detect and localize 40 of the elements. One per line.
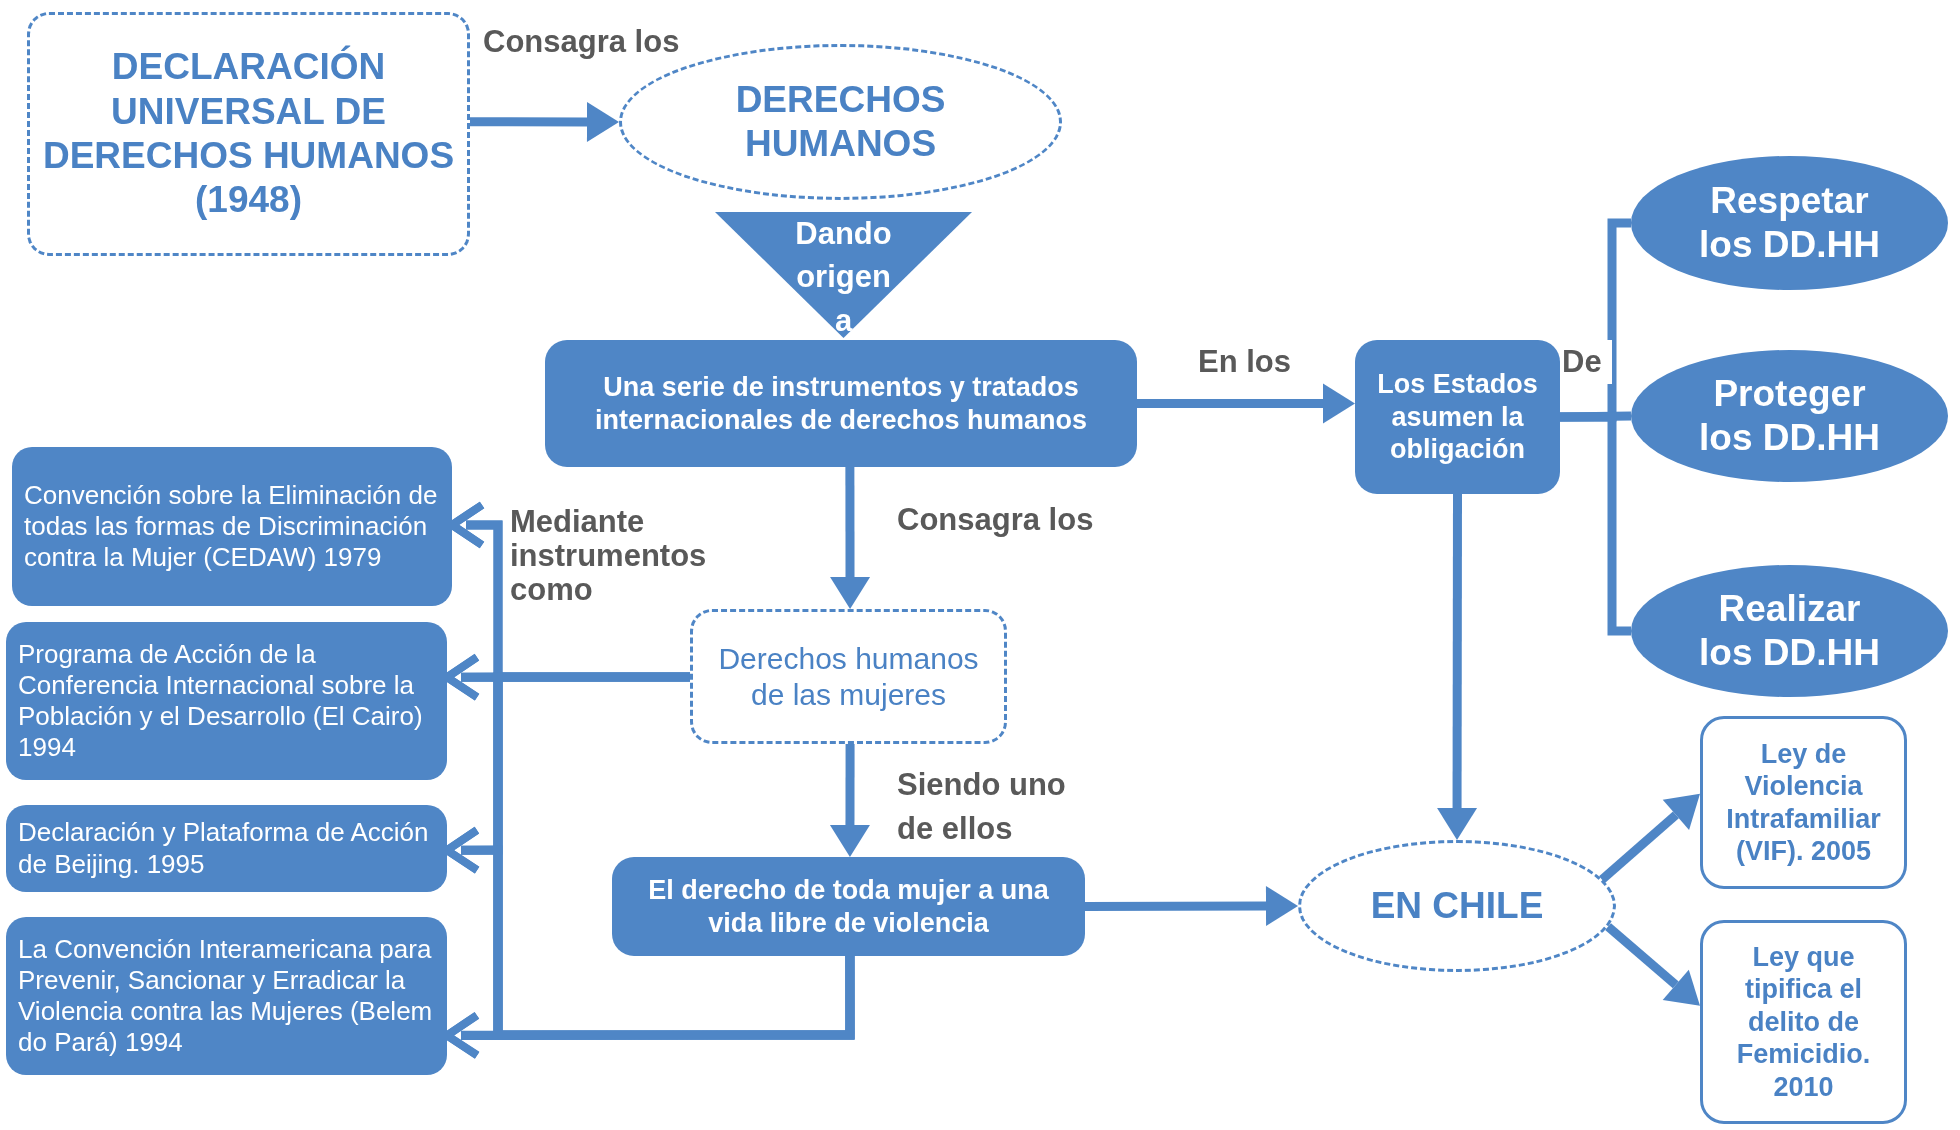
document-box — [6, 917, 447, 1075]
arrow — [1137, 383, 1355, 424]
node-label: La Convención Interamericana para Prevenir, Sancionar y Erradicar la Violencia contra las Mujeres (Belem do Pará) 1994 — [17, 932, 434, 1060]
node-label: Programa de Acción de la Conferencia Internacional sobre la Población y el Desarrollo (El Cairo) 1994 — [17, 637, 424, 765]
arrow — [1599, 793, 1700, 883]
dashed-box — [690, 609, 1007, 744]
triangle-shape — [715, 212, 972, 338]
node-label: Dando origen a — [794, 215, 893, 340]
node-label: Derechos humanos de las mujeres — [717, 640, 980, 713]
node-label: DERECHOS HUMANOS — [734, 77, 947, 166]
arrow — [1085, 886, 1298, 927]
node-label: Una serie de instrumentos y tratados internacionales de derechos humanos — [593, 371, 1089, 437]
node-label: EN CHILE — [1369, 883, 1545, 928]
document-box — [12, 447, 452, 606]
document-box — [6, 805, 447, 892]
node-label: El derecho de toda mujer a una vida libre de violencia — [647, 874, 1050, 940]
node-label: Convención sobre la Eliminación de todas las formas de Discriminación contra la Mujer (CEDAW) 1979 — [23, 478, 439, 575]
arrow — [1437, 494, 1478, 840]
edge-label: De — [1562, 340, 1612, 384]
node-label: Realizar los DD.HH — [1698, 586, 1881, 675]
dashed-box — [27, 12, 470, 256]
node-label: Ley de Violencia Intrafamiliar (VIF). 2005 — [1725, 737, 1882, 868]
node-label: Los Estados asumen la obligación — [1376, 368, 1539, 467]
document-box — [6, 622, 447, 780]
node-label: Ley que tipifica el delito de Femicidio. 2010 — [1735, 941, 1872, 1104]
arrow — [829, 744, 870, 857]
node-label: Proteger los DD.HH — [1698, 371, 1881, 460]
node-label: Declaración y Plataforma de Acción de Beijing. 1995 — [17, 816, 430, 881]
process-box — [545, 340, 1137, 467]
arrow — [830, 467, 871, 609]
law-box — [1700, 716, 1907, 889]
law-box — [1700, 920, 1907, 1124]
process-box — [612, 857, 1085, 956]
arrow — [470, 101, 619, 142]
node-label: DECLARACIÓN UNIVERSAL DE DERECHOS HUMANOS (1948) — [41, 44, 456, 223]
arrow — [1605, 923, 1700, 1006]
process-box — [1355, 340, 1560, 494]
edge-label: Mediante instrumentos como — [510, 505, 707, 607]
node-label: Respetar los DD.HH — [1698, 178, 1881, 267]
dashed-ellipse — [1298, 840, 1616, 972]
